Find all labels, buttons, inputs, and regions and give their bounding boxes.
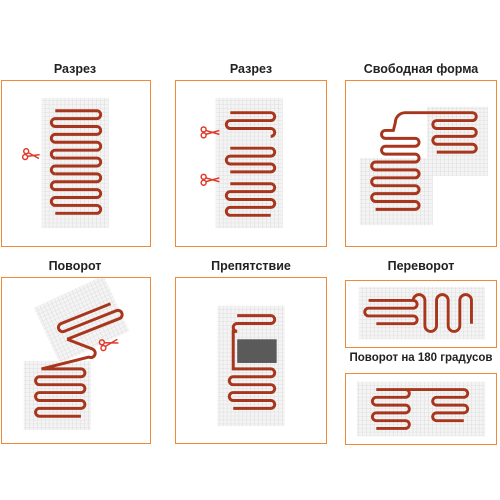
panel-title-free-form: Свободная форма <box>363 62 479 76</box>
panel-cut-1-drawing <box>21 97 109 229</box>
panel-title-cut-1: Разрез <box>53 62 97 76</box>
scissors-icon <box>200 173 220 186</box>
panel-rotate-180 <box>345 373 497 445</box>
panel-title-rotation: Поворот <box>48 259 102 273</box>
scissors-icon <box>21 148 40 161</box>
heating-mesh <box>33 278 130 364</box>
panel-rotation <box>1 277 151 444</box>
panel-free-form <box>345 80 497 247</box>
panel-title-cut-2: Разрез <box>229 62 273 76</box>
scissors-icon <box>200 126 220 139</box>
panel-cut-2-drawing <box>200 97 283 229</box>
panel-free-form-drawing <box>359 106 489 226</box>
panel-obstacle-drawing <box>217 305 285 427</box>
heating-cable <box>370 111 478 211</box>
heating-mesh <box>23 360 91 431</box>
heating-cable <box>370 388 470 430</box>
heating-cable-top <box>224 111 277 138</box>
heating-cable <box>34 302 124 418</box>
heating-cable <box>227 314 277 410</box>
panel-title-obstacle: Препятствие <box>211 259 291 273</box>
heating-mesh <box>426 106 489 176</box>
heating-cable-middle <box>224 146 277 174</box>
heating-cable <box>49 109 103 215</box>
panel-rotation-drawing <box>23 278 130 431</box>
panel-cut-1 <box>1 80 151 247</box>
panel-title-rotate-180: Поворот на 180 градусов <box>349 352 493 364</box>
scissors-icon <box>98 338 119 352</box>
panel-obstacle <box>175 277 327 444</box>
obstacle-block <box>237 339 277 363</box>
panel-cut-2 <box>175 80 327 247</box>
panel-title-flip: Переворот <box>387 259 455 273</box>
heating-cable-bottom <box>224 182 277 217</box>
heating-cable <box>363 293 473 333</box>
heating-cable-bend <box>49 156 103 176</box>
panel-flip <box>345 280 497 348</box>
panel-rotate-180-drawing <box>356 381 486 437</box>
panel-flip-drawing <box>358 286 486 340</box>
